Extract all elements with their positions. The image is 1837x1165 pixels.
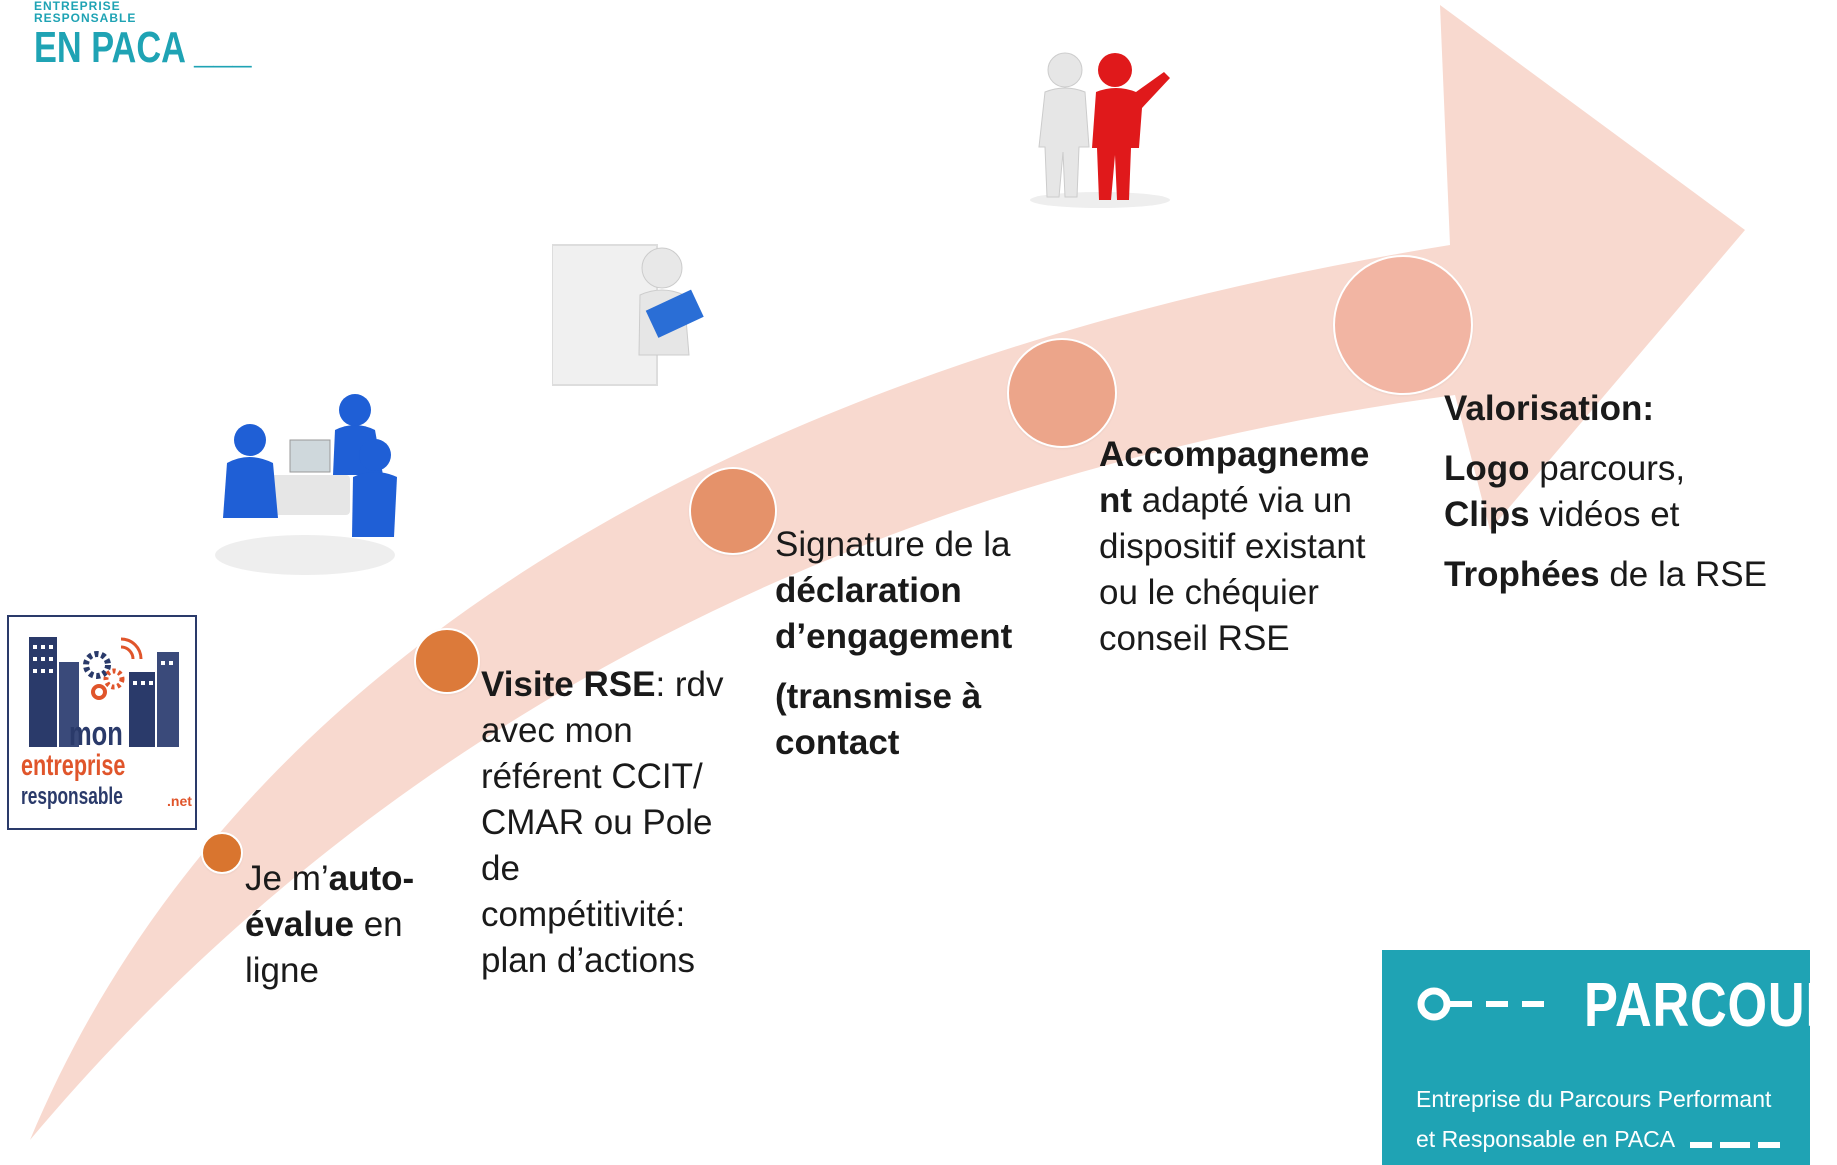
key-icon: [1417, 987, 1544, 1021]
step-1-part-c: en ligne: [245, 905, 403, 990]
step-4-text: Accompagnement adapté via un dispositif …: [1099, 432, 1389, 662]
step-2-part-a: Visite RSE: [481, 665, 656, 704]
step-dot-4: [1007, 338, 1117, 448]
parcours-title: PARCOURS: [1584, 971, 1837, 1040]
step-3-line-3: d’engagement: [775, 617, 1013, 656]
presenter-clipboard-illustration: [552, 244, 704, 386]
step-3-text: Signature de la déclaration d’engagement…: [775, 522, 1055, 766]
step-5-l1-bold: Logo: [1444, 449, 1530, 488]
step-2-text: Visite RSE: rdv avec mon référent CCIT/ …: [481, 662, 731, 984]
step-2-part-b: : rdv avec mon référent CCIT/ CMAR ou Po…: [481, 665, 724, 980]
step-3-line-4: (transmise à: [775, 677, 982, 716]
step-5-l1-rest: parcours,: [1529, 449, 1686, 488]
step-dot-2: [414, 628, 480, 694]
step-5-heading: Valorisation:: [1444, 389, 1655, 428]
step-1-part-a: Je m’: [245, 859, 329, 898]
logo-mer-line1: mon: [69, 715, 123, 753]
logo-top-small-text: ENTREPRISE RESPONSABLE: [34, 0, 137, 25]
step-4-rest: adapté via un dispositif existant ou le …: [1099, 481, 1366, 658]
parcours-line-1: Entreprise du Parcours Performant: [1416, 1086, 1772, 1112]
parcours-line-2-text: et Responsable en PACA: [1416, 1126, 1674, 1152]
step-dot-1: [201, 832, 243, 874]
logo-mer-line3: responsable: [21, 783, 123, 810]
step-5-l3-bold: Trophées: [1444, 555, 1600, 594]
step-3-line-2: déclaration: [775, 571, 962, 610]
team-meeting-illustration: [215, 394, 397, 575]
parcours-line-2: et Responsable en PACA: [1416, 1126, 1781, 1154]
logo-top-big-text: EN PACA ___: [34, 23, 252, 72]
mon-entreprise-responsable-logo: mon entreprise responsable .net: [7, 615, 197, 830]
step-dot-5: [1333, 255, 1473, 395]
step-5-l2-rest: vidéos et: [1529, 495, 1680, 534]
logo-mer-line2: entreprise: [21, 749, 126, 782]
step-4-bold: Accompagnement: [1099, 435, 1370, 520]
step-5-l2-bold: Clips: [1444, 495, 1530, 534]
step-5-text: Valorisation: Logo parcours, Clips vidéo…: [1444, 386, 1824, 598]
step-3-line-5: contact: [775, 723, 900, 762]
parcours-dashes: [1690, 1127, 1781, 1154]
parcours-logo: PARCOURS Entreprise du Parcours Performa…: [1382, 950, 1837, 1165]
step-1-text: Je m’auto-évalue en ligne: [245, 856, 425, 994]
entreprise-responsable-paca-logo: ENTREPRISE RESPONSABLE EN PACA ___: [34, 0, 251, 72]
logo-mer-suffix: .net: [167, 793, 192, 809]
step-1-part-b: auto-évalue: [245, 859, 415, 944]
advisor-figures-illustration: [1030, 52, 1170, 208]
step-3-line-1: Signature de la: [775, 525, 1011, 564]
city-gears-icon: [29, 637, 179, 747]
step-5-l3-rest: de la RSE: [1599, 555, 1767, 594]
step-dot-3: [689, 467, 777, 555]
